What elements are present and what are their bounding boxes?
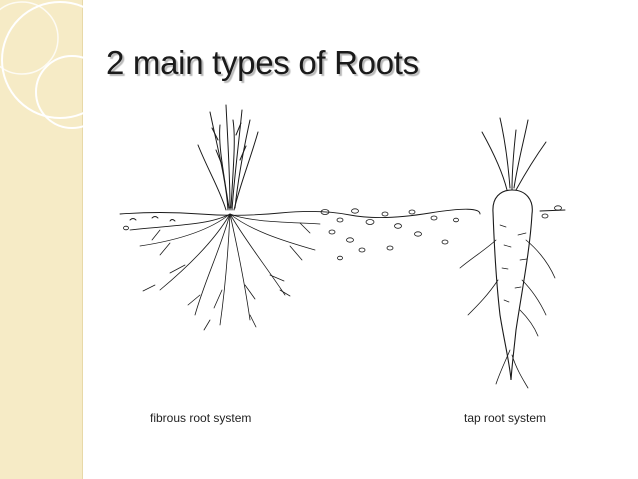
tap-root bbox=[459, 189, 556, 389]
slide-side-band bbox=[0, 0, 83, 479]
soil-pebbles bbox=[123, 205, 562, 261]
decorative-circles bbox=[0, 1, 119, 129]
fibrous-plant-shoots bbox=[197, 104, 259, 211]
tap-plant-shoots bbox=[481, 117, 547, 191]
tap-root-label: tap root system bbox=[464, 411, 547, 425]
fibrous-roots bbox=[129, 213, 321, 331]
slide-title: 2 main types of Roots bbox=[106, 44, 419, 81]
root-systems-illustration bbox=[119, 104, 566, 389]
soil-surface bbox=[119, 208, 566, 222]
fibrous-root-label: fibrous root system bbox=[150, 411, 252, 425]
